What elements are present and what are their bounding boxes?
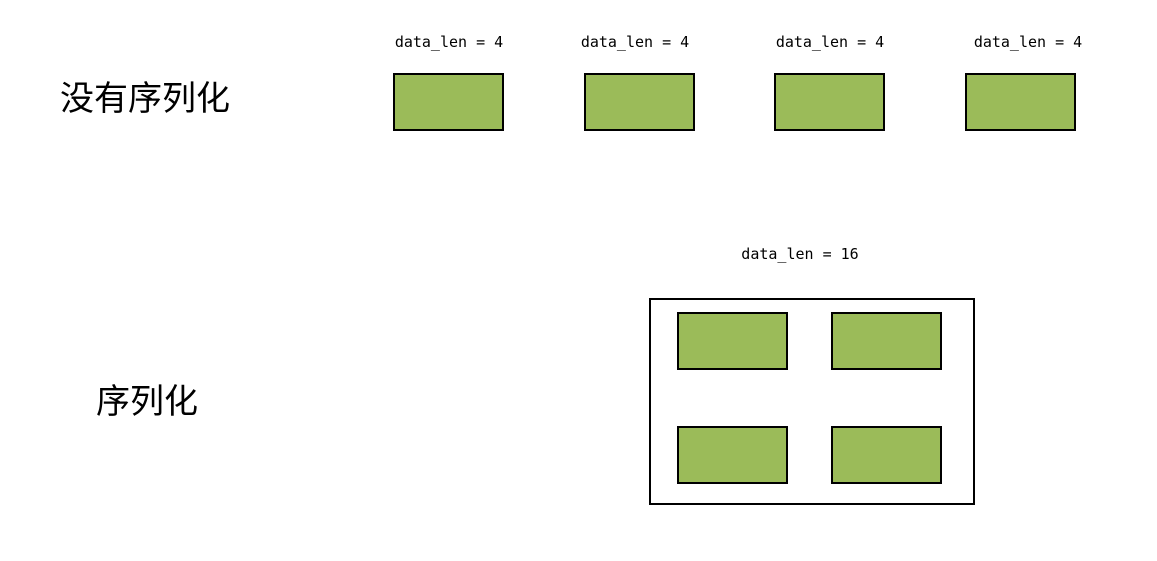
serialized-container	[649, 298, 975, 505]
block-4-data-len-label: data_len = 4	[973, 33, 1083, 51]
data-block-2	[584, 73, 695, 131]
data-block-1	[393, 73, 504, 131]
data-block-4	[965, 73, 1076, 131]
serialized-block-1	[677, 312, 788, 370]
block-2-data-len-label: data_len = 4	[580, 33, 690, 51]
data-block-3	[774, 73, 885, 131]
serialized-block-4	[831, 426, 942, 484]
label-serialized: 序列化	[96, 382, 198, 422]
serialized-block-3	[677, 426, 788, 484]
serialized-block-2	[831, 312, 942, 370]
block-1-data-len-label: data_len = 4	[394, 33, 504, 51]
container-data-len-label: data_len = 16	[741, 245, 859, 263]
block-3-data-len-label: data_len = 4	[775, 33, 885, 51]
label-not-serialized: 没有序列化	[60, 79, 230, 119]
